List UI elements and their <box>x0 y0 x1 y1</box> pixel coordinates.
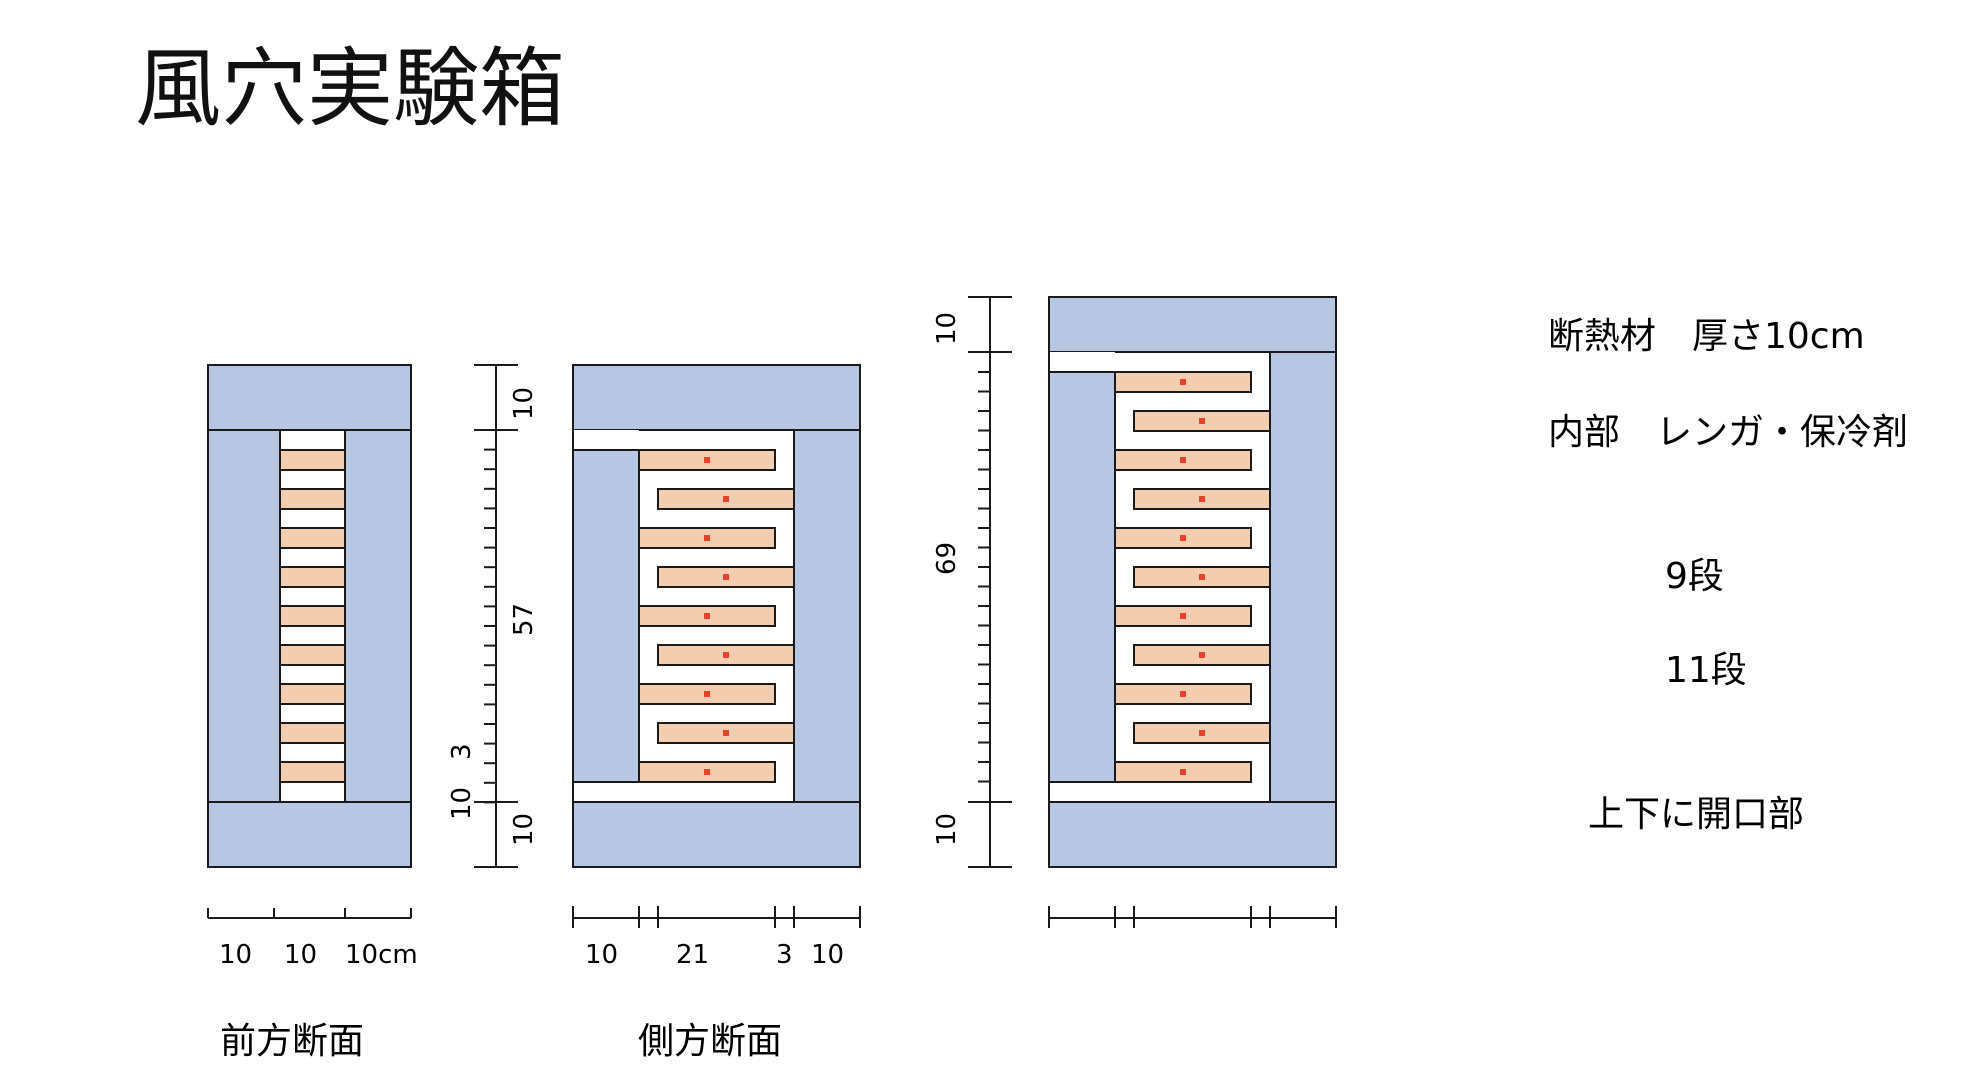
page-title: 風穴実験箱 <box>135 39 565 139</box>
front-brick <box>279 449 346 471</box>
side-sensor <box>704 535 710 541</box>
front-brick <box>279 761 346 783</box>
side-top-label: 10 <box>509 387 539 420</box>
front-brick <box>279 722 346 744</box>
note-11-tiers: 11段 <box>1665 650 1747 691</box>
front-dim-label-3: 10cm <box>345 940 418 970</box>
tall-sensor <box>1180 535 1186 541</box>
tall-bottom-insulation <box>1048 801 1337 868</box>
tall-sensor <box>1180 457 1186 463</box>
side-caption: 側方断面 <box>638 1021 782 1062</box>
front-brick <box>279 644 346 666</box>
side-sensor <box>723 652 729 658</box>
front-caption: 前方断面 <box>220 1021 364 1062</box>
note-opening: 上下に開口部 <box>1588 794 1804 835</box>
side-right-insulation <box>793 429 861 803</box>
tall-left-insulation <box>1048 371 1116 783</box>
front-bottom-ruler <box>207 908 412 919</box>
side-sensor <box>704 613 710 619</box>
front-dim-label-2: 10 <box>284 940 317 970</box>
tall-sensor <box>1199 730 1205 736</box>
tall-middle-label: 69 <box>932 542 962 575</box>
front-top-insulation <box>207 364 412 431</box>
front-upper-label: 10 <box>447 787 477 820</box>
tall-sensor <box>1199 418 1205 424</box>
tall-top-insulation <box>1048 296 1337 353</box>
front-brick <box>279 527 346 549</box>
note-insulation: 断熱材 厚さ10cm <box>1548 316 1865 357</box>
front-brick <box>279 683 346 705</box>
side-bottom-label: 10 <box>509 813 539 846</box>
side-top-insulation <box>572 364 861 431</box>
side-dim-label-1: 10 <box>585 940 618 970</box>
side-dim-label-2: 21 <box>676 940 709 970</box>
tall-vertical-ruler <box>968 296 1012 868</box>
tall-right-insulation <box>1269 351 1337 803</box>
note-interior: 内部 レンガ・保冷剤 <box>1548 412 1908 453</box>
side-middle-label: 57 <box>509 603 539 636</box>
tall-top-label: 10 <box>932 312 962 345</box>
side-bottom-ruler <box>572 906 861 928</box>
front-brick <box>279 566 346 588</box>
front-dim-label-1: 10 <box>219 940 252 970</box>
side-sensor <box>723 496 729 502</box>
side-dim-label-3: 3 <box>776 940 793 970</box>
tall-section <box>1048 296 1337 868</box>
middle-vertical-ruler <box>474 364 518 868</box>
tall-sensor <box>1199 652 1205 658</box>
side-brick-stack <box>638 449 795 783</box>
side-bottom-insulation <box>572 801 861 868</box>
front-brick <box>279 605 346 627</box>
side-sensor <box>704 769 710 775</box>
note-9-tiers: 9段 <box>1665 556 1724 597</box>
front-brick-stack <box>279 449 346 783</box>
tall-bottom-label: 10 <box>932 813 962 846</box>
front-right-insulation <box>344 429 412 803</box>
tall-bottom-ruler <box>1048 906 1337 928</box>
tall-sensor <box>1199 496 1205 502</box>
side-dim-label-4: 10 <box>811 940 844 970</box>
front-gap-label: 3 <box>447 743 477 760</box>
tall-sensor <box>1180 379 1186 385</box>
tall-brick-stack <box>1114 371 1271 783</box>
front-section <box>207 364 412 868</box>
tall-sensor <box>1180 691 1186 697</box>
tall-sensor <box>1199 574 1205 580</box>
side-left-insulation <box>572 449 640 783</box>
front-brick <box>279 488 346 510</box>
side-sensor <box>704 691 710 697</box>
side-sensor <box>723 574 729 580</box>
front-left-insulation <box>207 429 281 803</box>
tall-sensor <box>1180 613 1186 619</box>
side-section <box>572 364 861 868</box>
side-sensor <box>704 457 710 463</box>
front-bottom-insulation <box>207 801 412 868</box>
tall-sensor <box>1180 769 1186 775</box>
side-sensor <box>723 730 729 736</box>
